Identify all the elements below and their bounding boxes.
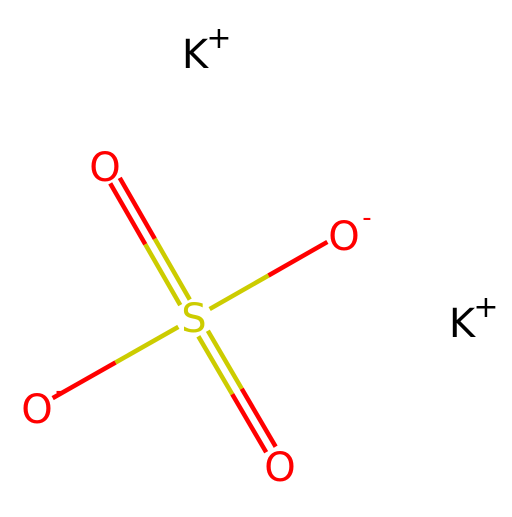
atom-k2-charge: + <box>473 290 498 325</box>
bond-s1-o4-line1-s-half <box>196 335 235 396</box>
atom-o1-symbol: O <box>89 145 120 191</box>
atoms-layer: S O O - O - O K + K + <box>21 21 498 491</box>
atom-k1-charge: + <box>206 21 231 56</box>
bond-s1-o4-line2-o-half <box>239 387 278 448</box>
atom-s1: S <box>181 296 206 342</box>
atom-o3-charge: - <box>55 376 64 406</box>
bond-s1-o1-line1-s-half <box>152 237 192 301</box>
atom-o3: O - <box>21 376 64 433</box>
atom-o3-symbol: O <box>21 387 52 433</box>
bond-s1-o3-o-half <box>51 360 117 401</box>
bond-s1-o2-s-half <box>208 273 270 312</box>
bond-s1-o1-line2-s-half <box>143 243 183 307</box>
atom-o1: O <box>89 145 120 191</box>
bond-s1-o1-line2-o-half <box>108 182 148 246</box>
bonds-layer <box>51 176 329 454</box>
atom-o4: O <box>264 445 295 491</box>
atom-o2-charge: - <box>362 203 371 233</box>
atom-k1: K + <box>182 21 232 78</box>
atom-o4-symbol: O <box>264 445 295 491</box>
atom-k2-symbol: K <box>449 301 477 347</box>
bond-s1-o4-line2-s-half <box>205 329 244 390</box>
atom-o2-symbol: O <box>328 214 359 260</box>
atom-s1-symbol: S <box>181 296 206 342</box>
atom-o2: O - <box>328 203 371 260</box>
bond-s1-o3-s-half <box>114 324 180 365</box>
bond-s1-o2-o-half <box>267 239 329 278</box>
bond-s1-o4-line1-o-half <box>230 393 269 454</box>
atom-k2: K + <box>449 290 499 347</box>
atom-k1-symbol: K <box>182 32 210 78</box>
bond-s1-o1-line1-o-half <box>117 176 157 240</box>
